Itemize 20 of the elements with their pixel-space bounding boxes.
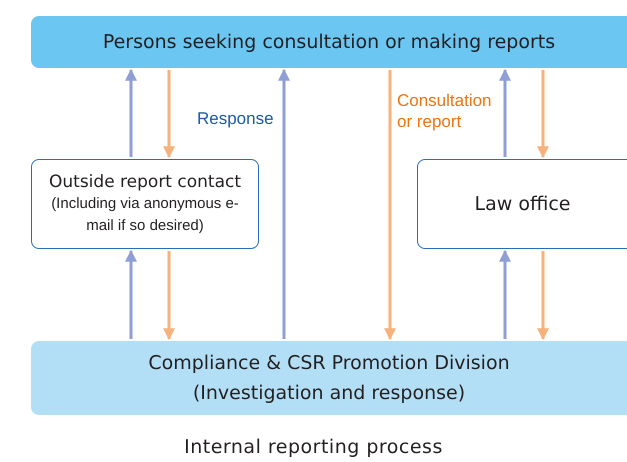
arrow — [499, 68, 511, 157]
caption: Internal reporting process — [183, 436, 444, 458]
contact-box — [31, 159, 259, 249]
node-title: Outside report contact — [49, 171, 241, 193]
arrow — [163, 251, 175, 340]
arrow — [125, 250, 137, 339]
node-title: Compliance & CSR Promotion Division (Investigation and response) — [147, 351, 511, 406]
arrow — [499, 250, 511, 339]
arrow — [537, 251, 549, 340]
arrow — [278, 68, 290, 339]
division-bar — [31, 341, 627, 415]
persons-bar — [31, 16, 627, 68]
arrow — [125, 68, 137, 157]
arrow — [537, 70, 549, 158]
node-title: Persons seeking consultation or making reports — [102, 31, 556, 53]
node-title: Law office — [474, 193, 570, 215]
arrow — [163, 70, 175, 158]
law-office-box — [417, 159, 627, 249]
node-note: (Including via anonymous e-mail if so desired) — [50, 194, 240, 236]
arrow — [384, 70, 396, 340]
